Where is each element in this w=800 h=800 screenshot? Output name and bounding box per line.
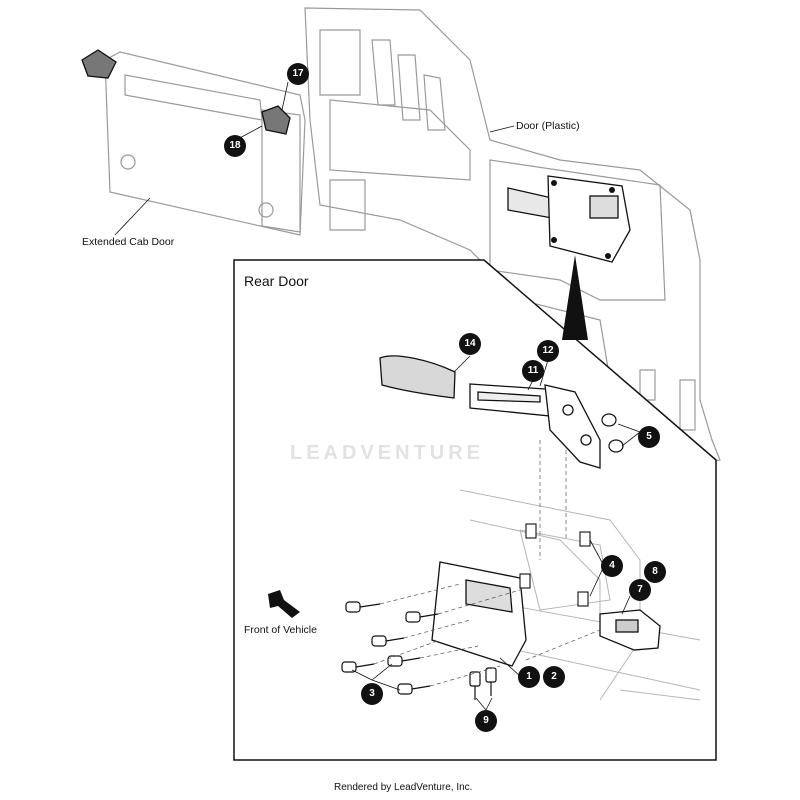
latch-plate-top bbox=[547, 175, 631, 263]
callout-5: 5 bbox=[638, 426, 660, 448]
key-fob-18 bbox=[261, 105, 291, 135]
key-fob-17 bbox=[81, 49, 117, 79]
callout-14: 14 bbox=[459, 333, 481, 355]
callout-8: 8 bbox=[644, 561, 666, 583]
label-extended-cab-door: Extended Cab Door bbox=[82, 236, 175, 248]
door-plastic-outline bbox=[304, 7, 721, 471]
screw bbox=[345, 601, 381, 613]
bolt bbox=[485, 667, 497, 696]
callout-4: 4 bbox=[601, 555, 623, 577]
callout-9: 9 bbox=[475, 710, 497, 732]
inset-frame bbox=[233, 259, 717, 761]
callout-18: 18 bbox=[224, 135, 246, 157]
latch-bracket bbox=[544, 384, 601, 469]
callout-7: 7 bbox=[629, 579, 651, 601]
footer-credit: Rendered by LeadVenture, Inc. bbox=[334, 782, 473, 793]
callout-12: 12 bbox=[537, 340, 559, 362]
screw bbox=[371, 635, 405, 647]
watermark-text: LEADVENTURE bbox=[290, 442, 485, 464]
callout-3: 3 bbox=[361, 683, 383, 705]
screw bbox=[405, 611, 439, 623]
inset-pointer bbox=[562, 255, 588, 340]
inset-title-rear-door: Rear Door bbox=[244, 273, 309, 289]
screw bbox=[341, 661, 375, 673]
label-front-of-vehicle: Front of Vehicle bbox=[244, 624, 317, 636]
callout-2: 2 bbox=[543, 666, 565, 688]
callout-11: 11 bbox=[522, 360, 544, 382]
bolt bbox=[469, 671, 481, 700]
front-arrow bbox=[268, 590, 300, 618]
label-door-plastic: Door (Plastic) bbox=[516, 120, 580, 132]
callout-1: 1 bbox=[518, 666, 540, 688]
extended-cab-door-outline bbox=[104, 51, 306, 236]
callout-17: 17 bbox=[287, 63, 309, 85]
handle-grip bbox=[379, 355, 456, 399]
screw bbox=[387, 655, 421, 667]
